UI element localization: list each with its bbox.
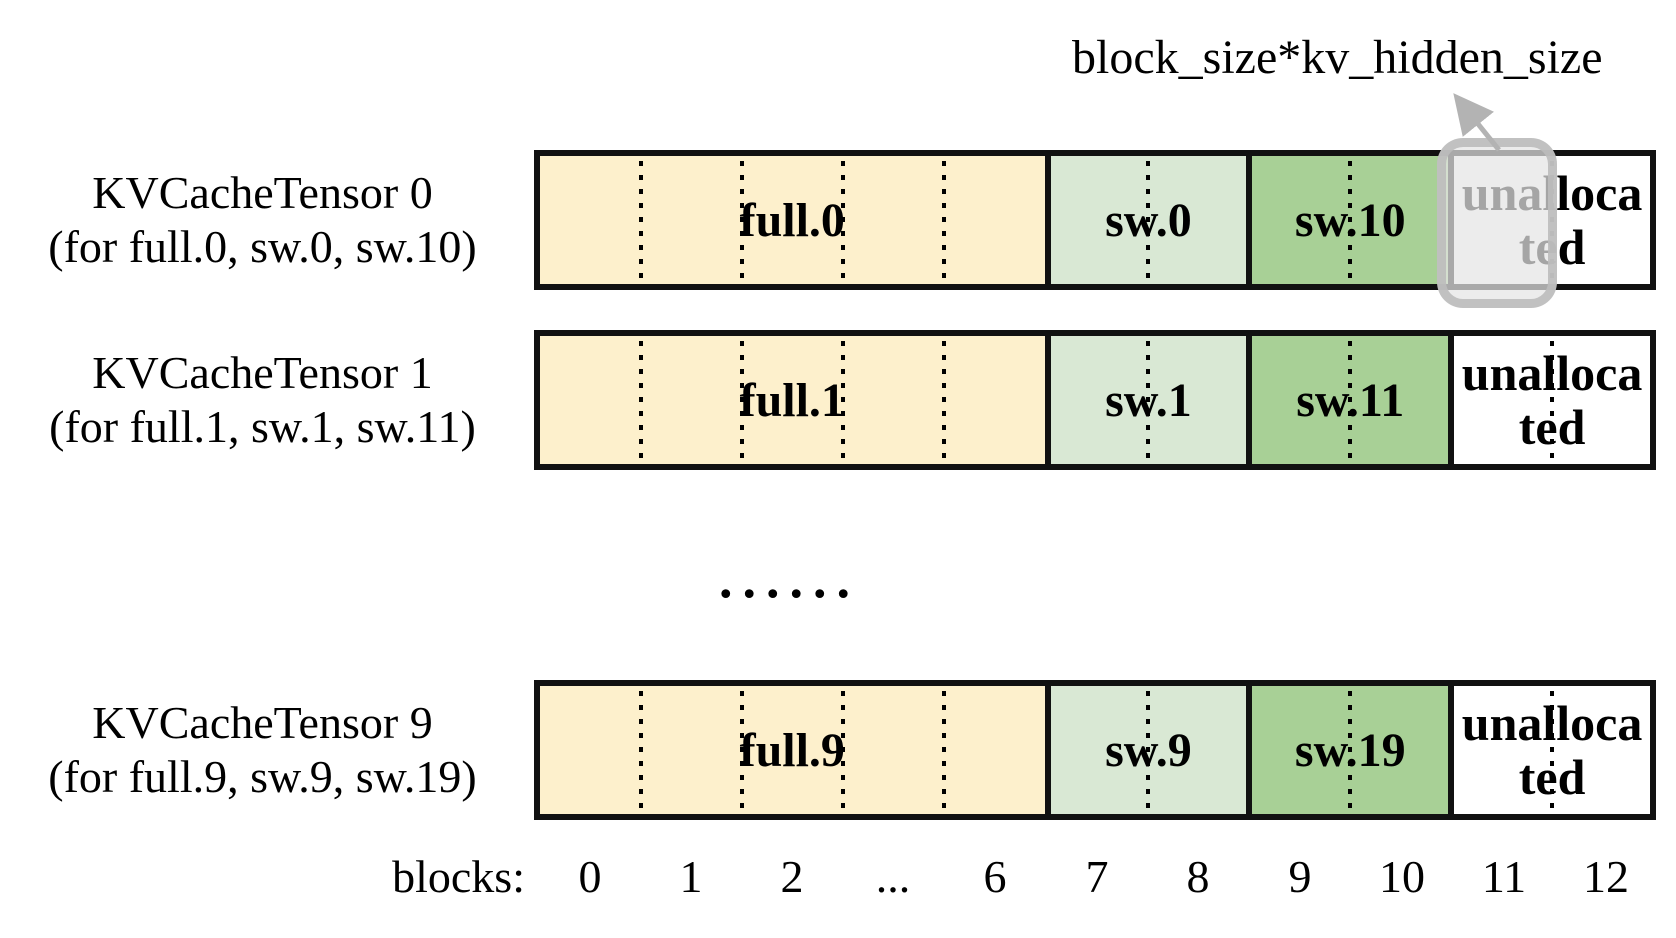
blocks-axis-tick: 9 bbox=[1288, 851, 1312, 902]
rows-ellipsis: ...... bbox=[719, 549, 860, 609]
segment-label: sw.1 bbox=[1105, 373, 1192, 427]
blocks-axis-tick: 6 bbox=[983, 851, 1007, 902]
block-divider-dotted-line bbox=[941, 161, 946, 279]
row-subtitle: (for full.1, sw.1, sw.11) bbox=[49, 401, 476, 452]
segment-unallocated: unalloca ted bbox=[1448, 336, 1650, 464]
blocks-axis-tick: 8 bbox=[1186, 851, 1210, 902]
blocks-axis-label: blocks: bbox=[392, 851, 525, 902]
block-divider-dotted-line bbox=[1146, 341, 1151, 459]
row-label: KVCacheTensor 1 (for full.1, sw.1, sw.11… bbox=[15, 346, 510, 454]
segment-label: sw.10 bbox=[1294, 193, 1406, 247]
segment-label: full.9 bbox=[739, 723, 845, 777]
block-divider-dotted-line bbox=[1550, 691, 1555, 809]
segment-unallocated: unalloca ted bbox=[1448, 686, 1650, 814]
block-divider-dotted-line bbox=[840, 691, 845, 809]
segment-full: full.0 bbox=[540, 156, 1045, 284]
block-divider-dotted-line bbox=[638, 341, 643, 459]
block-divider-dotted-line bbox=[1550, 341, 1555, 459]
segment-sliding-window: sw.9 bbox=[1044, 686, 1247, 814]
block-divider-dotted-line bbox=[1146, 691, 1151, 809]
row-label: KVCacheTensor 0 (for full.0, sw.0, sw.10… bbox=[15, 166, 510, 274]
segment-label: unalloca ted bbox=[1461, 345, 1643, 455]
segment-label: sw.19 bbox=[1294, 723, 1406, 777]
kvcache-tensor-9-bar: full.9 sw.9 sw.19 unalloca ted bbox=[534, 680, 1656, 820]
blocks-axis-tick: 11 bbox=[1481, 851, 1527, 902]
segment-sliding-window-offset: sw.10 bbox=[1246, 156, 1449, 284]
segment-sliding-window-offset: sw.11 bbox=[1246, 336, 1449, 464]
row-title: KVCacheTensor 0 bbox=[92, 167, 433, 218]
row-title: KVCacheTensor 9 bbox=[92, 697, 433, 748]
block-divider-dotted-line bbox=[638, 691, 643, 809]
segment-label: sw.11 bbox=[1296, 373, 1405, 427]
block-divider-dotted-line bbox=[840, 161, 845, 279]
block-size-highlight-rect bbox=[1437, 138, 1557, 308]
blocks-axis-tick: 12 bbox=[1583, 851, 1629, 902]
blocks-axis-tick: 7 bbox=[1085, 851, 1109, 902]
kvcache-tensor-1-bar: full.1 sw.1 sw.11 unalloca ted bbox=[534, 330, 1656, 470]
row-label: KVCacheTensor 9 (for full.9, sw.9, sw.19… bbox=[15, 696, 510, 804]
blocks-axis-tick: 2 bbox=[780, 851, 804, 902]
block-divider-dotted-line bbox=[1146, 161, 1151, 279]
segment-sliding-window: sw.0 bbox=[1044, 156, 1247, 284]
blocks-axis-tick: 10 bbox=[1379, 851, 1425, 902]
blocks-axis-tick: ... bbox=[875, 851, 911, 902]
blocks-axis: blocks: 0 1 2 ... 6 7 8 9 10 11 12 bbox=[0, 850, 1676, 920]
segment-sliding-window: sw.1 bbox=[1044, 336, 1247, 464]
row-subtitle: (for full.0, sw.0, sw.10) bbox=[48, 221, 477, 272]
segment-full: full.1 bbox=[540, 336, 1045, 464]
segment-full: full.9 bbox=[540, 686, 1045, 814]
segment-label: sw.0 bbox=[1105, 193, 1192, 247]
block-divider-dotted-line bbox=[941, 691, 946, 809]
block-divider-dotted-line bbox=[638, 161, 643, 279]
segment-label: full.1 bbox=[739, 373, 845, 427]
block-divider-dotted-line bbox=[840, 341, 845, 459]
row-title: KVCacheTensor 1 bbox=[92, 347, 433, 398]
segment-label: full.0 bbox=[739, 193, 845, 247]
segment-label: sw.9 bbox=[1105, 723, 1192, 777]
block-divider-dotted-line bbox=[739, 161, 744, 279]
block-divider-dotted-line bbox=[739, 341, 744, 459]
block-divider-dotted-line bbox=[941, 341, 946, 459]
blocks-axis-tick: 0 bbox=[578, 851, 602, 902]
block-divider-dotted-line bbox=[739, 691, 744, 809]
segment-sliding-window-offset: sw.19 bbox=[1246, 686, 1449, 814]
segment-label: unalloca ted bbox=[1461, 695, 1643, 805]
block-size-annotation: block_size*kv_hidden_size bbox=[1072, 31, 1603, 84]
blocks-axis-tick: 1 bbox=[679, 851, 703, 902]
block-divider-dotted-line bbox=[1348, 161, 1353, 279]
block-divider-dotted-line bbox=[1348, 691, 1353, 809]
block-divider-dotted-line bbox=[1348, 341, 1353, 459]
row-subtitle: (for full.9, sw.9, sw.19) bbox=[48, 751, 477, 802]
